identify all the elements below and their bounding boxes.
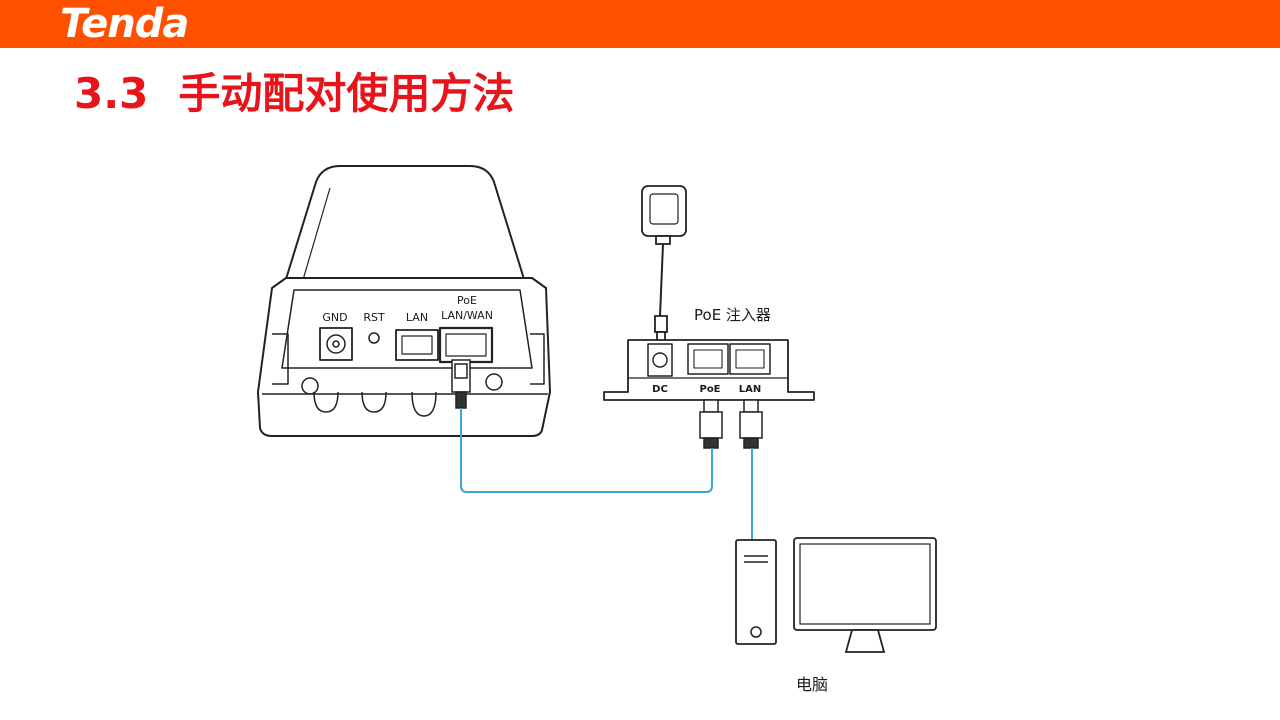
section-number: 3.3 xyxy=(74,69,149,118)
cpe-poe-label-line2: LAN/WAN xyxy=(441,309,493,322)
outdoor-cpe-device xyxy=(257,165,551,437)
slide-title: 3.3 手动配对使用方法 xyxy=(74,64,514,124)
computer-label: 电脑 xyxy=(796,675,828,694)
cpe-poe-label-line1: PoE xyxy=(457,294,477,307)
injector-poe-plug xyxy=(699,399,723,449)
cpe-lan-label: LAN xyxy=(406,311,428,324)
injector-label: PoE 注入器 xyxy=(694,306,771,324)
power-adapter xyxy=(641,185,687,343)
cpe-gnd-label: GND xyxy=(322,311,347,324)
injector-lan-label: LAN xyxy=(739,384,761,395)
section-title: 手动配对使用方法 xyxy=(178,69,515,118)
computer-monitor xyxy=(793,537,937,653)
cpe-rst-label: RST xyxy=(363,311,385,324)
injector-lan-plug xyxy=(739,399,763,449)
tenda-logo: Tenda xyxy=(60,1,189,47)
computer-tower xyxy=(735,539,777,645)
injector-dc-label: DC xyxy=(652,384,668,395)
poe-injector xyxy=(603,339,815,401)
injector-poe-label: PoE xyxy=(699,384,720,395)
top-brand-bar: Tenda xyxy=(0,0,1280,48)
cable-cpe-to-injector-poe xyxy=(460,408,713,493)
